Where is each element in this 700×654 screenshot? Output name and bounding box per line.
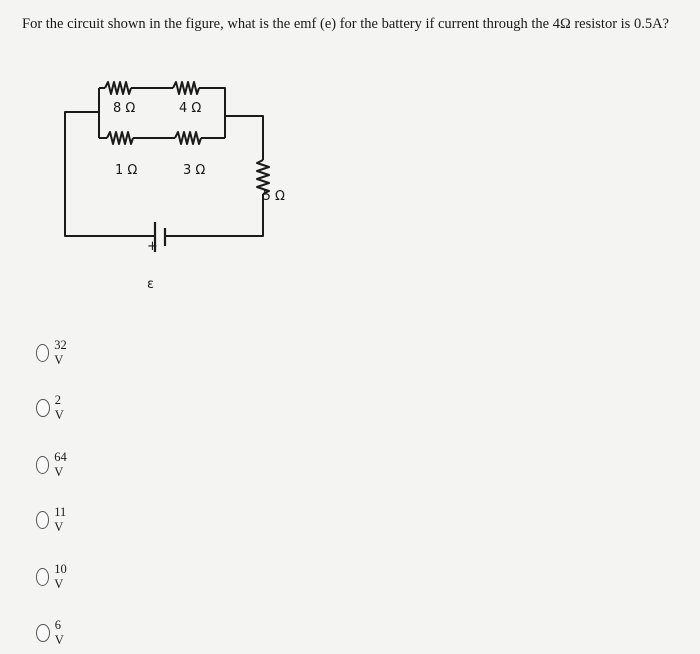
- option-11v[interactable]: 11 V: [36, 505, 71, 534]
- label-5-ohm: 5 Ω: [263, 189, 285, 204]
- option-label: 2 V: [54, 393, 64, 422]
- resistor-1-zigzag: [106, 131, 134, 145]
- option-label: 10 V: [54, 562, 67, 591]
- battery-plus-sign: +: [147, 239, 158, 254]
- wire-right-bottom: [169, 194, 264, 237]
- circuit-diagram: 8 Ω 4 Ω 1 Ω 3 Ω 5 Ω + ε: [64, 81, 285, 292]
- question-text: For the circuit shown in the figure, wha…: [22, 16, 669, 32]
- radio-button[interactable]: [36, 511, 50, 529]
- resistor-8-zigzag: [104, 81, 132, 95]
- resistor-3-zigzag: [174, 131, 202, 145]
- wire-top-right: [199, 87, 226, 138]
- label-1-ohm: 1 Ω: [115, 163, 137, 178]
- option-label: 11 V: [54, 505, 67, 534]
- radio-button[interactable]: [36, 568, 50, 586]
- radio-button[interactable]: [36, 456, 50, 474]
- wire-left-loop: [64, 111, 147, 237]
- label-3-ohm: 3 Ω: [183, 163, 205, 178]
- option-64v[interactable]: 64 V: [36, 450, 72, 479]
- radio-button[interactable]: [36, 344, 50, 362]
- resistor-4-zigzag: [172, 81, 200, 95]
- option-label: 64 V: [54, 450, 67, 479]
- battery-emf-label: ε: [147, 277, 154, 292]
- option-10v[interactable]: 10 V: [36, 562, 72, 591]
- option-32v[interactable]: 32 V: [36, 338, 72, 367]
- label-8-ohm: 8 Ω: [113, 101, 135, 116]
- wire-right-top: [225, 115, 264, 160]
- radio-button[interactable]: [36, 399, 50, 417]
- option-label: 32 V: [54, 338, 67, 367]
- radio-button[interactable]: [36, 624, 50, 642]
- option-label: 6 V: [54, 618, 64, 647]
- label-4-ohm: 4 Ω: [179, 101, 201, 116]
- option-6v[interactable]: 6 V: [36, 618, 68, 647]
- resistor-5-zigzag: [256, 159, 270, 195]
- option-2v[interactable]: 2 V: [36, 393, 68, 422]
